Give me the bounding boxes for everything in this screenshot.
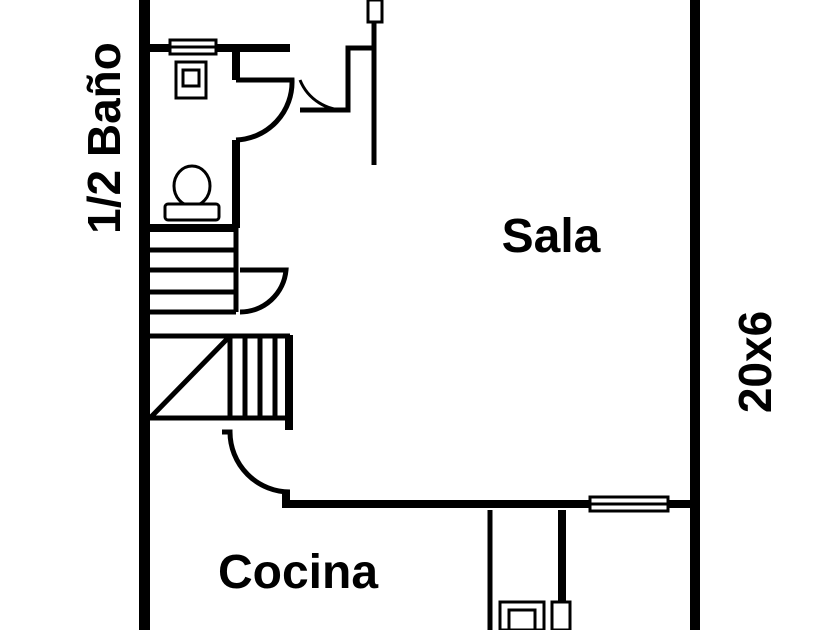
toilet-bowl xyxy=(172,164,212,208)
stairs xyxy=(148,225,290,421)
kitchen-door-swing xyxy=(222,429,291,495)
kitchen-sink-basin xyxy=(507,608,537,630)
exterior-walls xyxy=(139,0,700,630)
kitchen-top-wall xyxy=(282,490,590,508)
left-exterior-wall xyxy=(139,0,150,630)
interior-walls xyxy=(150,0,690,630)
dimensions-label: 20x6 xyxy=(729,311,781,413)
room-label-living-room: Sala xyxy=(502,210,601,263)
top-window xyxy=(366,0,384,24)
right-exterior-wall xyxy=(690,0,700,630)
hall-wall-top xyxy=(300,45,376,113)
kitchen-counter-edge xyxy=(550,600,572,630)
stair-landing-diagonal xyxy=(148,334,232,420)
room-label-half-bath: 1/2 Baño xyxy=(78,42,130,234)
bathroom-sink-basin xyxy=(181,68,201,88)
windows xyxy=(168,0,670,513)
hall-door-swing xyxy=(298,79,349,112)
stair-door-swing xyxy=(239,267,289,315)
room-label-kitchen: Cocina xyxy=(218,546,378,599)
bathroom-door-swing xyxy=(235,77,295,143)
fixtures xyxy=(163,60,572,630)
toilet-tank xyxy=(163,202,221,222)
doors xyxy=(222,77,349,495)
